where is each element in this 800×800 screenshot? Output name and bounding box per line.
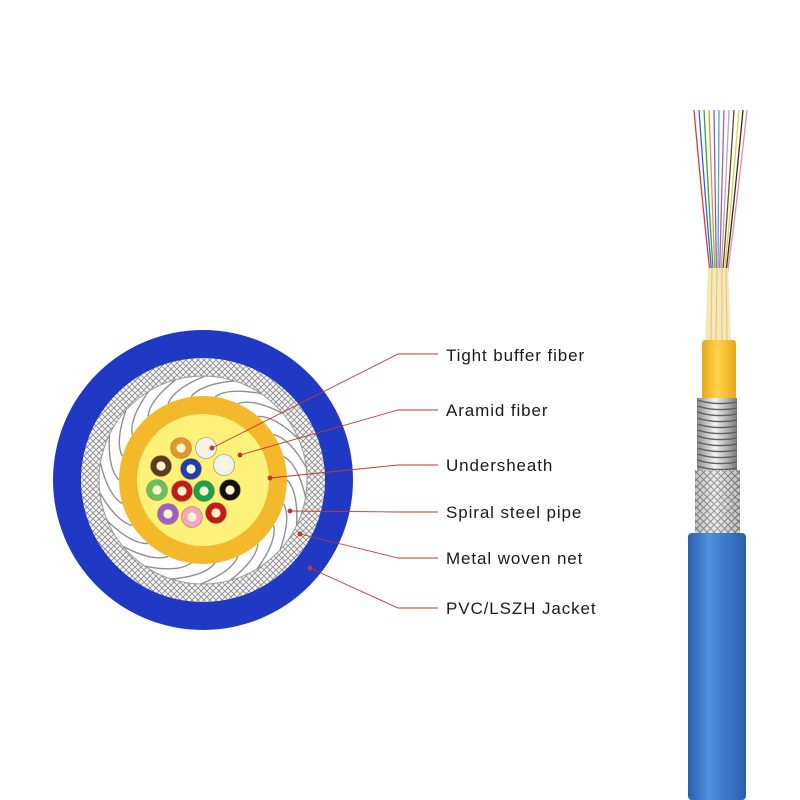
spring-coil xyxy=(697,417,737,423)
layer-labels: Tight buffer fiber Aramid fiber Undershe… xyxy=(446,346,597,618)
label-metal-woven-net: Metal woven net xyxy=(446,549,583,568)
steel-pipe-strand xyxy=(273,433,307,468)
cable-side-view xyxy=(688,109,748,800)
steel-pipe-strand xyxy=(200,556,239,585)
aramid-yarn-bundle xyxy=(705,267,731,341)
steel-pipe-strand xyxy=(118,409,127,457)
cable-cross-section xyxy=(53,330,353,630)
steel-pipe-strand xyxy=(171,562,216,580)
leader-dot xyxy=(287,508,293,514)
fiber-core xyxy=(152,485,162,495)
label-undersheath: Undersheath xyxy=(446,456,553,475)
leader-dot xyxy=(267,475,273,481)
steel-pipe-strand xyxy=(167,375,206,404)
spring-coil xyxy=(697,435,737,441)
label-tight-buffer-fiber: Tight buffer fiber xyxy=(446,346,585,365)
spring-coil xyxy=(697,423,737,429)
leader-lines xyxy=(209,353,438,609)
leader-dot xyxy=(237,452,243,458)
steel-pipe-strand xyxy=(286,479,298,526)
spring-coil xyxy=(697,453,737,459)
fiber-strand xyxy=(713,109,718,273)
label-spiral-steel-pipe: Spiral steel pipe xyxy=(446,503,582,522)
spring-coil xyxy=(697,411,737,417)
spring-coil xyxy=(697,405,737,411)
fiber-core xyxy=(163,509,173,519)
steel-pipe-strand xyxy=(108,434,120,481)
spring-coil xyxy=(697,441,737,447)
undersheath-section xyxy=(702,340,736,400)
spring-coil xyxy=(697,399,737,405)
steel-pipe-strand xyxy=(256,525,275,570)
spring-coil xyxy=(697,447,737,453)
fiber-strand xyxy=(698,109,713,273)
spiral-steel-pipe-section xyxy=(697,398,737,472)
tight-buffer-fibers xyxy=(146,437,241,528)
steel-pipe-strand xyxy=(147,379,177,417)
label-aramid-fiber: Aramid fiber xyxy=(446,401,548,420)
steel-pipe-strand xyxy=(229,543,259,581)
steel-pipe-strand xyxy=(214,390,262,398)
fiber-strand xyxy=(725,109,744,273)
leader-aramid-fiber xyxy=(239,409,438,456)
leader-tight-buffer-fiber xyxy=(211,353,438,449)
pvc-lszh-jacket-section xyxy=(688,533,746,800)
steel-pipe-strand xyxy=(190,380,235,398)
fiber-strand xyxy=(718,109,725,273)
leader-metal-woven-net xyxy=(299,533,438,559)
fiber-strand xyxy=(726,109,748,273)
steel-pipe-strand xyxy=(144,562,192,570)
leader-dot xyxy=(209,445,215,451)
braid-shade xyxy=(695,470,740,540)
leader-spiral-steel-pipe xyxy=(289,510,438,513)
fiber-strand xyxy=(717,109,720,273)
leader-dot xyxy=(307,565,313,571)
steel-pipe-strand xyxy=(122,545,169,559)
fiber-core xyxy=(176,443,186,453)
label-pvc-lszh-jacket: PVC/LSZH Jacket xyxy=(446,599,597,618)
fiber-core xyxy=(225,485,235,495)
exposed-fiber-strands xyxy=(693,109,748,273)
leader-undersheath xyxy=(269,464,438,479)
fiber-strand xyxy=(720,109,730,273)
steel-pipe-strand xyxy=(257,415,299,440)
fiber-core xyxy=(187,512,197,522)
fiber-core xyxy=(211,508,221,518)
fiber-core xyxy=(219,460,229,470)
fiber-strand xyxy=(708,109,716,273)
fiber-strand xyxy=(703,109,714,273)
fiber-strand xyxy=(723,109,740,273)
fiber-strand xyxy=(722,109,735,273)
leader-dot xyxy=(297,531,303,537)
steel-pipe-strand xyxy=(237,401,284,415)
spring-coil xyxy=(697,459,737,465)
steel-pipe-strand xyxy=(279,503,288,551)
leader-pvc-lszh-jacket xyxy=(309,567,438,609)
fiber-core xyxy=(201,443,211,453)
spiral-steel-pipe-strands xyxy=(99,375,307,585)
steel-pipe-strand xyxy=(131,390,150,435)
fiber-core xyxy=(199,486,209,496)
fiber-core xyxy=(177,486,187,496)
fiber-strand xyxy=(693,109,711,273)
steel-pipe-strand xyxy=(283,455,307,498)
spring-coil xyxy=(697,429,737,435)
fiber-core xyxy=(186,464,196,474)
spring-coil xyxy=(697,465,737,471)
steel-pipe-strand xyxy=(107,520,149,545)
fiber-core xyxy=(156,461,166,471)
steel-pipe-strand xyxy=(99,492,133,527)
steel-pipe-strand xyxy=(99,462,123,505)
